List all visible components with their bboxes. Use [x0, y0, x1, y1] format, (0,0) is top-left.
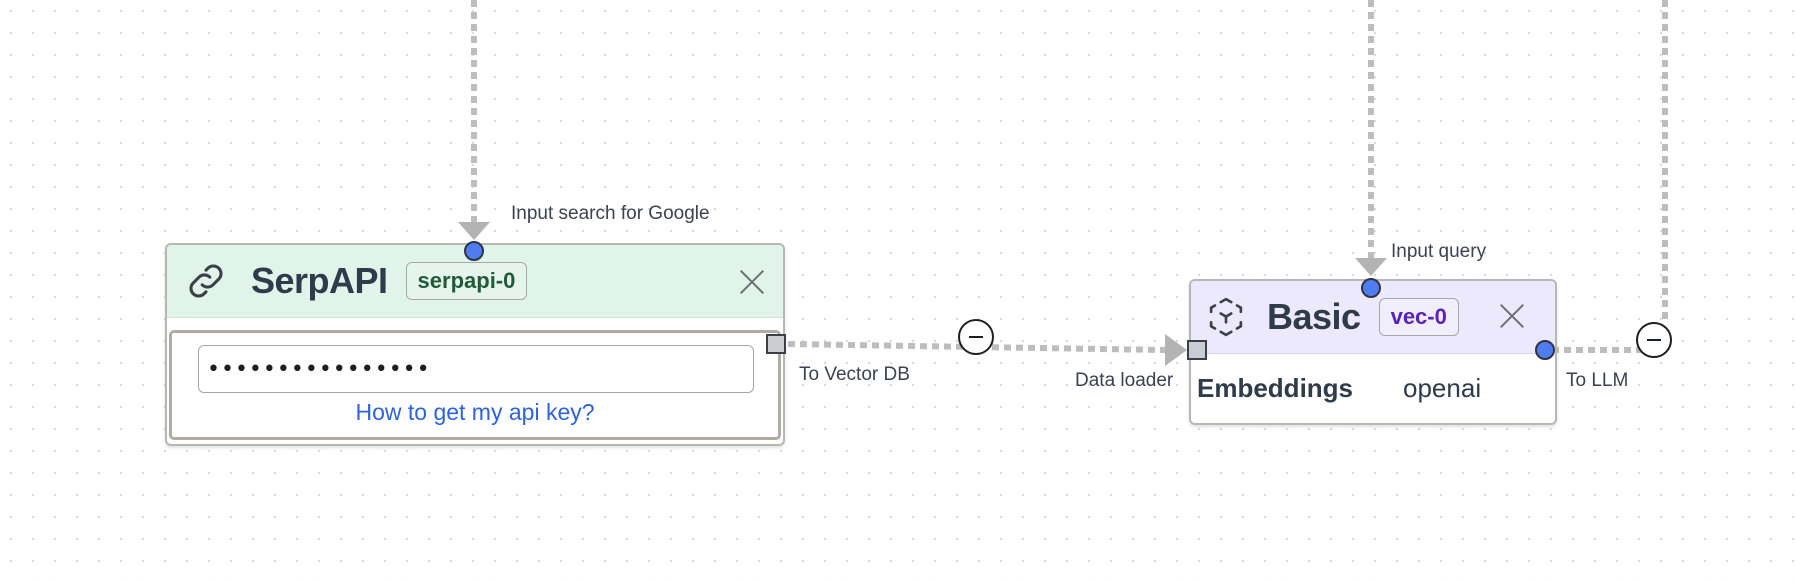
- embeddings-row[interactable]: Embeddings openai: [1191, 354, 1555, 422]
- embeddings-value[interactable]: openai: [1403, 372, 1482, 403]
- node-id-badge: serpapi-0: [405, 262, 528, 300]
- serpapi-node-header[interactable]: SerpAPI serpapi-0: [167, 245, 783, 318]
- edge-serpapi-to-vec[interactable]: [787, 341, 1166, 353]
- arrow-head-icon: [1355, 258, 1387, 276]
- remove-edge-button[interactable]: [1636, 322, 1672, 358]
- port-label: To LLM: [1566, 370, 1629, 391]
- port-label: Input search for Google: [511, 203, 710, 224]
- node-title: Basic: [1267, 296, 1361, 337]
- port-label: Data loader: [1075, 370, 1174, 391]
- remove-edge-button[interactable]: [958, 319, 994, 355]
- link-icon: [183, 258, 229, 304]
- close-icon[interactable]: [737, 267, 767, 297]
- serpapi-input-port[interactable]: [464, 241, 484, 261]
- embeddings-label: Embeddings: [1197, 372, 1354, 403]
- api-key-help-link[interactable]: How to get my api key?: [355, 399, 595, 425]
- port-label: To Vector DB: [799, 364, 910, 385]
- arrow-head-icon: [458, 222, 490, 240]
- api-key-field[interactable]: [198, 345, 754, 393]
- serpapi-node[interactable]: SerpAPI serpapi-0 How to get my api key?: [165, 243, 785, 446]
- arrow-head-icon: [1165, 334, 1187, 366]
- vec-data-loader-port[interactable]: [1187, 340, 1207, 360]
- node-title: SerpAPI: [251, 260, 388, 301]
- serpapi-output-port[interactable]: [766, 334, 786, 354]
- port-label: Input query: [1391, 241, 1487, 262]
- node-id-badge: vec-0: [1378, 298, 1459, 336]
- vec-output-port[interactable]: [1535, 340, 1555, 360]
- vec-input-port[interactable]: [1361, 278, 1381, 298]
- serpapi-node-body: How to get my api key?: [169, 330, 781, 440]
- close-icon[interactable]: [1497, 301, 1527, 331]
- vector-store-node[interactable]: Basic vec-0 Embeddings openai: [1189, 279, 1557, 425]
- cube-scan-icon: [1205, 296, 1247, 338]
